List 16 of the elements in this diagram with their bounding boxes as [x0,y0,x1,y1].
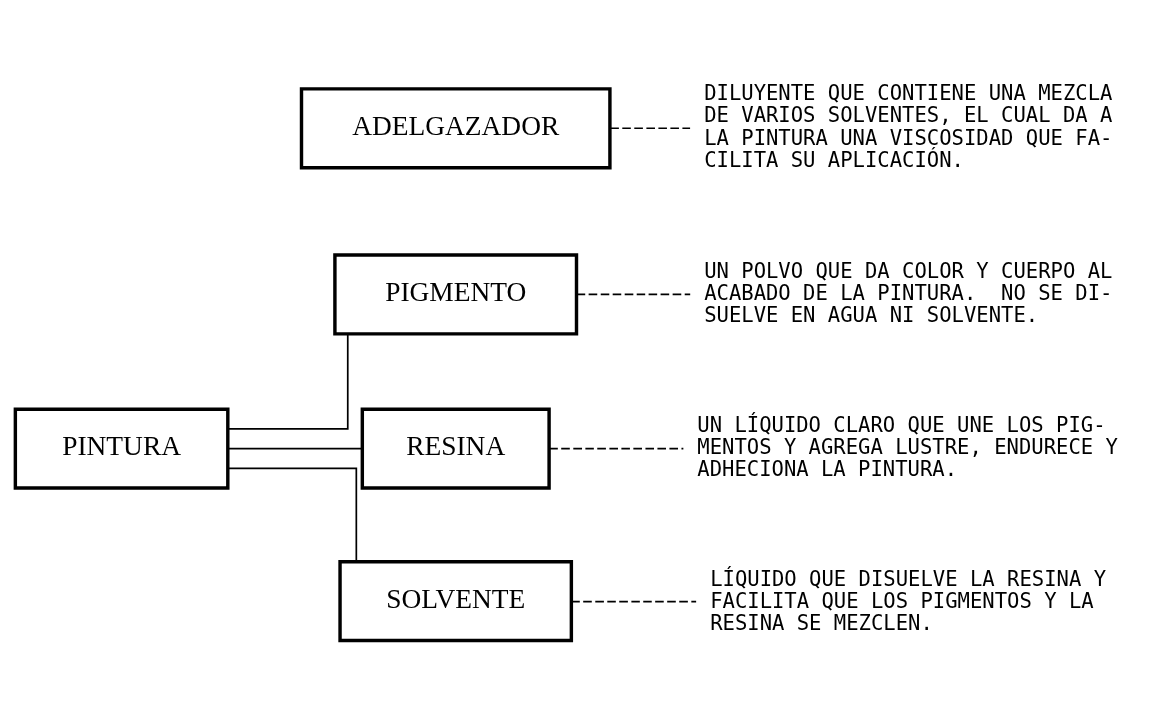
node-text: LÍQUIDO QUE DISUELVE LA RESINA Y FACILITA QUE LOS PIGMENTOS Y LA RESINA SE MEZCLEN. [710,566,1107,635]
node-box: PIGMENTO [333,252,579,336]
node-box: PINTURA [13,407,230,490]
connector [227,447,363,450]
connector [227,467,358,562]
connector [548,447,685,450]
connector [609,126,691,129]
connector [570,600,697,602]
node-text: UN LÍQUIDO CLARO QUE UNE LOS PIG-MENTOS Y AGREGA LUSTRE, ENDURECE Y ADHECIONA LA PINTURA. [697,412,1118,481]
node-box: ADELGAZADOR [299,86,612,169]
connector [575,293,692,295]
node-text: UN POLVO QUE DA COLOR Y CUERPO AL ACABADO DE LA PINTURA. NO SE DI-SUELVE EN AGUA NI SOLVENTE. [704,258,1113,327]
node-text: DILUYENTE QUE CONTIENE UNA MEZCLA DE VARIOS SOLVENTES, EL CUAL DA A LA PINTURA UNA VISCOSIDAD QUE FA-CILITA SU APLICACIÓN. [704,80,1113,172]
node-box: RESINA [360,407,551,490]
connector [227,332,349,430]
node-box: SOLVENTE [338,559,574,642]
